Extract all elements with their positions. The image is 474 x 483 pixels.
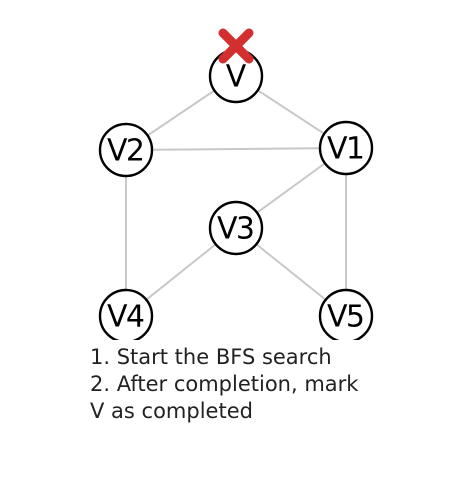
completed-marks <box>218 28 254 64</box>
graph-edges <box>125 75 347 317</box>
instruction-line-2: 2. After completion, mark <box>90 372 359 396</box>
node-v3: V3 <box>208 200 264 256</box>
node-label-v: V <box>226 60 247 95</box>
x-cross-icon <box>218 28 254 64</box>
instructions-text: 1. Start the BFS search 2. After complet… <box>90 344 470 425</box>
node-circle-v5 <box>318 288 374 340</box>
edge-v2-v1 <box>125 147 347 151</box>
x-cross-stroke-2 <box>218 28 254 64</box>
node-v2: V2 <box>98 122 154 178</box>
node-circle-v4 <box>98 288 154 340</box>
node-label-v2: V2 <box>107 134 145 169</box>
node-label-v1: V1 <box>327 132 365 167</box>
node-circle-v1 <box>318 120 374 176</box>
node-circle-v3 <box>208 200 264 256</box>
node-v4: V4 <box>98 288 154 340</box>
node-label-v5: V5 <box>327 300 365 335</box>
node-circle-v2 <box>98 122 154 178</box>
instruction-line-1: 1. Start the BFS search <box>90 345 332 369</box>
instruction-line-3: V as completed <box>90 399 253 423</box>
node-v1: V1 <box>318 120 374 176</box>
node-v: V <box>208 48 264 104</box>
node-label-v3: V3 <box>217 212 255 247</box>
node-label-v4: V4 <box>107 300 145 335</box>
node-v5: V5 <box>318 288 374 340</box>
